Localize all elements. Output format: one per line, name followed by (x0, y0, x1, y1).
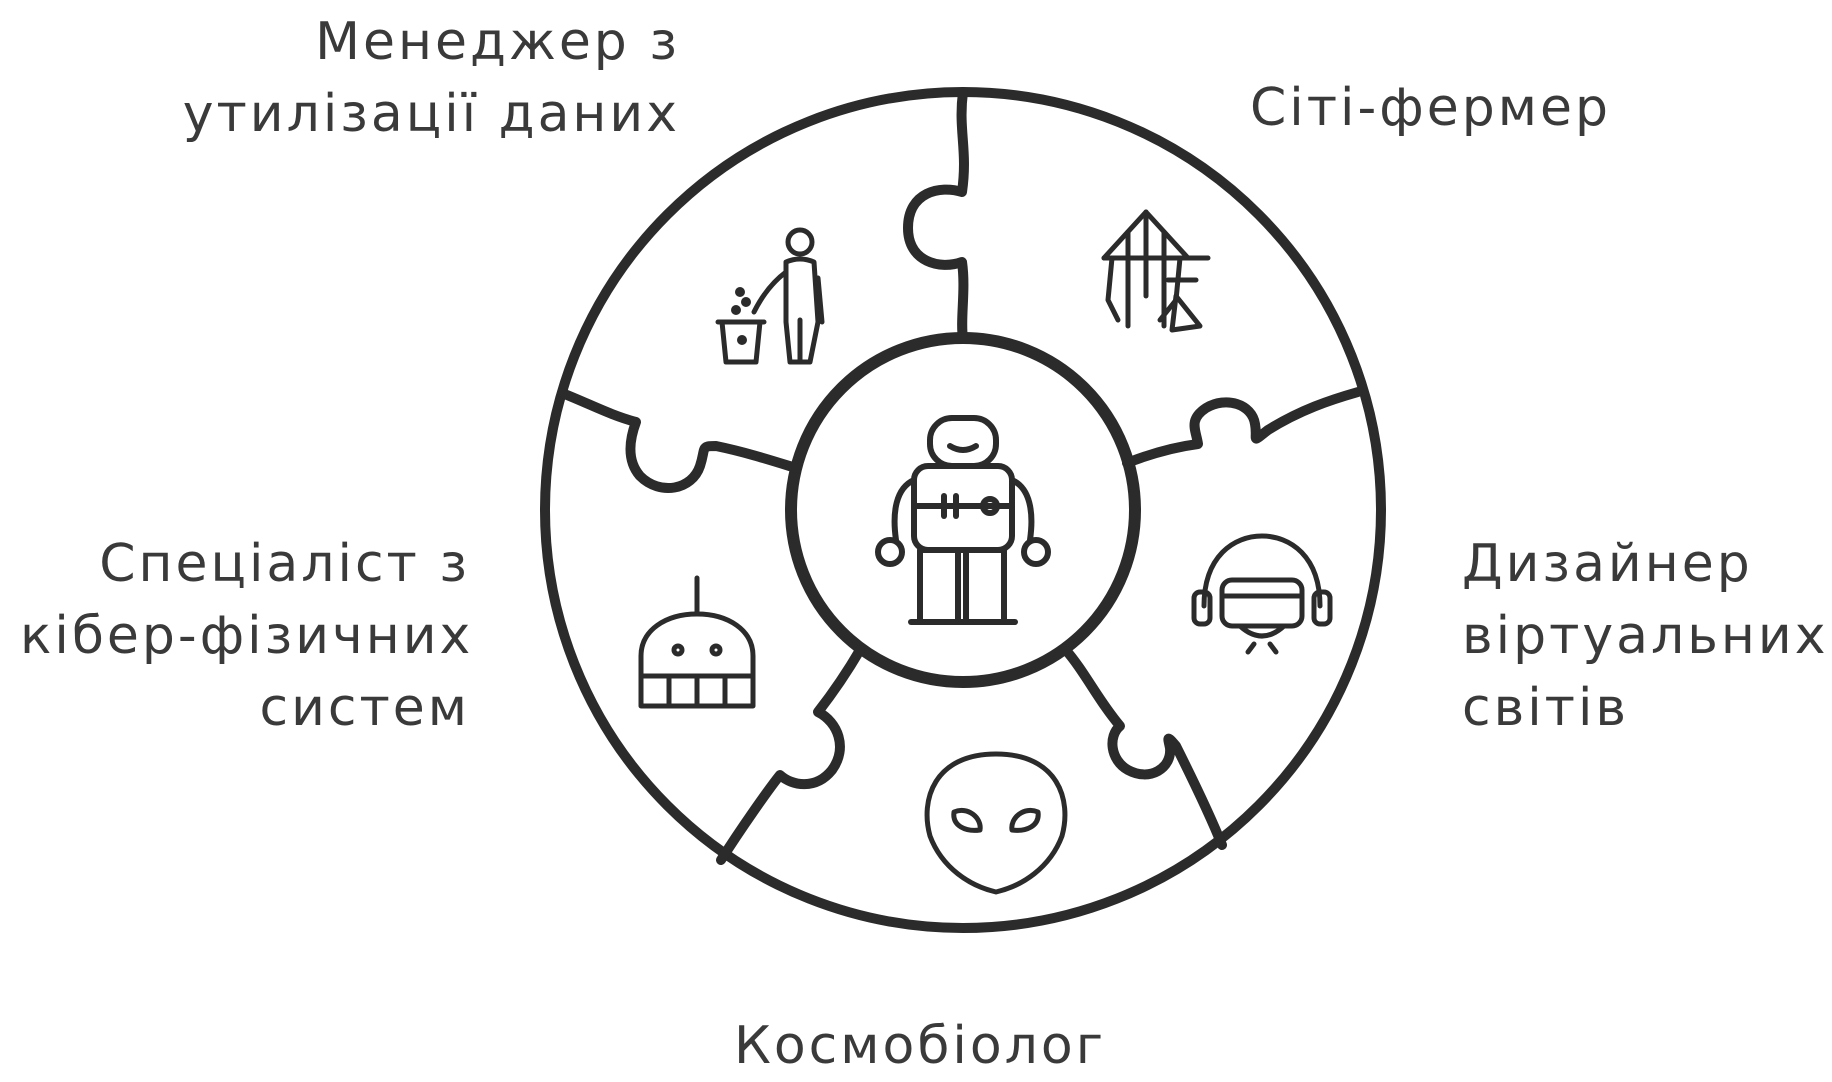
city-farm-icon (1101, 209, 1211, 333)
label-data-disposal-manager: Менеджер з утилізації даних (180, 6, 680, 150)
label-line: кібер-фізичних (20, 606, 474, 666)
robot-icon (875, 415, 1051, 625)
divider-left (557, 388, 801, 494)
vr-headset-icon (1191, 533, 1333, 655)
alien-icon (924, 751, 1068, 895)
label-line: Спеціаліст з (99, 534, 470, 594)
divider-top (903, 87, 969, 343)
label-line: Менеджер з (315, 12, 680, 72)
label-line: віртуальних (1462, 606, 1829, 666)
label-cosmobiologist: Космобіолог (700, 1010, 1140, 1082)
label-line: Космобіолог (733, 1016, 1107, 1076)
outer-ring (540, 87, 1386, 933)
label-line: систем (259, 678, 470, 738)
robot-head-icon (638, 575, 756, 709)
divider-bottom-right (1060, 644, 1227, 850)
divider-bottom-left (716, 645, 865, 865)
label-cyber-physical-specialist: Спеціаліст з кібер-фізичних систем (20, 528, 470, 744)
inner-hub (785, 332, 1141, 688)
trash-person-icon (715, 227, 825, 365)
label-line: Дизайнер (1462, 534, 1753, 594)
label-virtual-worlds-designer: Дизайнер віртуальних світів (1462, 528, 1828, 744)
label-city-farmer: Сіті-фермер (1250, 72, 1611, 144)
label-line: світів (1462, 678, 1630, 738)
label-line: утилізації даних (182, 84, 680, 144)
label-line: Сіті-фермер (1250, 78, 1611, 138)
divider-right (1122, 387, 1363, 468)
